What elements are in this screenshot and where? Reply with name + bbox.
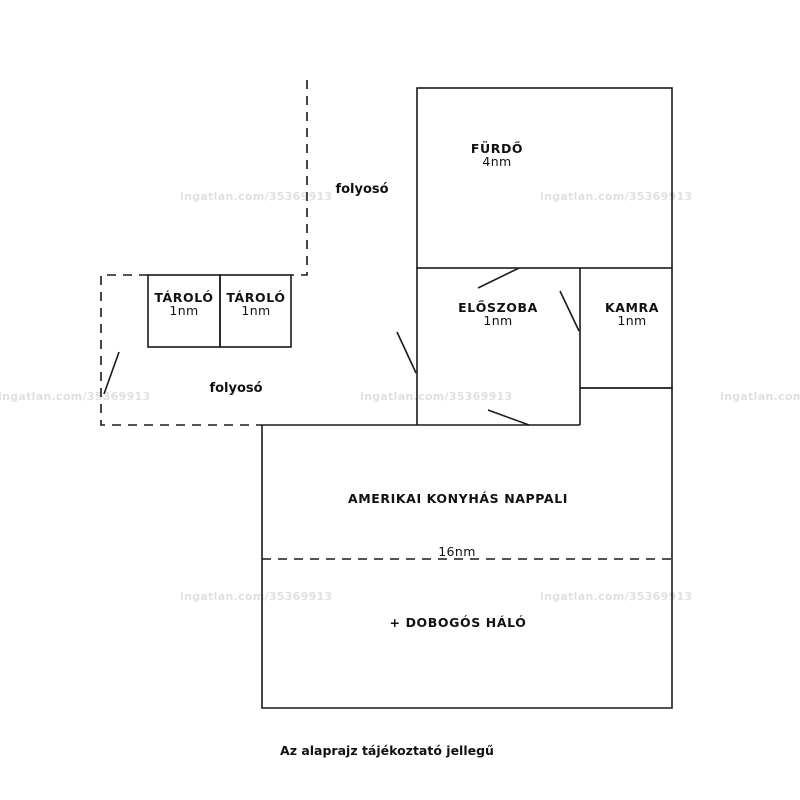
watermark: ingatlan.com/35369913 (720, 390, 800, 403)
doors (103, 267, 580, 426)
watermark: ingatlan.com/35369913 (180, 190, 332, 203)
watermark: ingatlan.com/35369913 (0, 390, 150, 403)
corridor-door (103, 351, 120, 395)
corridor-label-lower: folyosó (209, 381, 262, 396)
bathroom-door (477, 267, 520, 289)
corridor-lower-boundary (100, 274, 262, 426)
room-name-bedroom: + DOBOGÓS HÁLÓ (390, 615, 527, 630)
watermark: ingatlan.com/35369913 (360, 390, 512, 403)
watermark: ingatlan.com/35369913 (540, 590, 692, 603)
room-name-storage-1: TÁROLÓ (154, 290, 213, 305)
watermark: ingatlan.com/35369913 (180, 590, 332, 603)
bathroom-walls (416, 87, 673, 269)
room-name-hall: ELŐSZOBA (458, 300, 538, 315)
storage-room-2 (219, 274, 292, 348)
corridor-upper-boundary (291, 80, 308, 276)
pantry-door (559, 290, 580, 332)
watermark-group: ingatlan.com/35369913 ingatlan.com/35369… (0, 190, 800, 603)
room-name-bathroom: FÜRDŐ (471, 141, 523, 156)
room-area-storage-2: 1nm (241, 303, 270, 318)
room-name-storage-2: TÁROLÓ (226, 290, 285, 305)
room-name-living: AMERIKAI KONYHÁS NAPPALI (348, 491, 568, 506)
pantry-walls (580, 268, 673, 389)
room-area-storage-1: 1nm (169, 303, 198, 318)
living-room-walls (261, 387, 673, 709)
room-name-pantry: KAMRA (605, 300, 659, 315)
room-area-bathroom: 4nm (482, 154, 511, 169)
corridor-outline (100, 80, 308, 426)
disclaimer-note: Az alaprajz tájékoztató jellegű (280, 743, 494, 758)
room-area-hall: 1nm (483, 313, 512, 328)
living-door (487, 409, 530, 426)
watermark: ingatlan.com/35369913 (540, 190, 692, 203)
room-area-pantry: 1nm (617, 313, 646, 328)
room-area-living: 16nm (438, 544, 476, 559)
corridor-label-upper: folyosó (335, 182, 388, 197)
entrance-door (396, 331, 417, 374)
